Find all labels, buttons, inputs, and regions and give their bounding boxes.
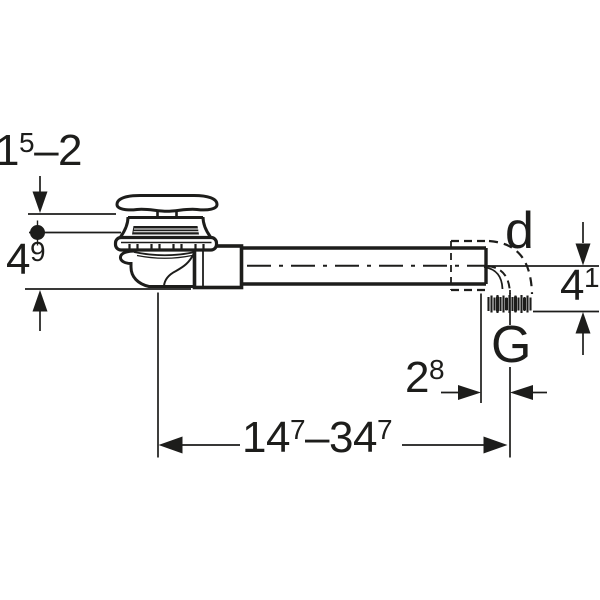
- dim-label-elbow-drop: 41: [560, 261, 600, 310]
- arrow-right-icon: [458, 385, 481, 400]
- arrow-down-icon: [575, 243, 591, 266]
- thread-section: [487, 295, 532, 313]
- dim-label-thread: G: [491, 316, 532, 374]
- dimension-annotations: [25, 176, 599, 458]
- strainer-flange: [113, 235, 219, 252]
- dimension-dot-icon: [30, 225, 45, 240]
- arrow-up-icon: [575, 312, 591, 334]
- dim-label-depth: 49: [6, 235, 46, 284]
- plug-stem: [156, 211, 178, 218]
- arrow-up-icon: [32, 290, 48, 312]
- drain-body: [118, 249, 196, 288]
- outlet-pipe: [241, 246, 488, 286]
- arrow-down-icon: [32, 191, 48, 213]
- pipe-end-curve: [483, 266, 504, 290]
- arrow-right-icon: [483, 436, 508, 454]
- arrow-left-icon: [510, 385, 533, 400]
- arrow-left-icon: [158, 436, 183, 454]
- dim-label-thread-offset: 28: [405, 353, 445, 402]
- dim-label-plug-height: 15–2: [0, 126, 83, 175]
- plug-cap: [115, 194, 219, 218]
- dim-label-diameter: d: [505, 202, 534, 260]
- dim-label-pipe-length: 147–347: [242, 413, 393, 462]
- compression-nut: [192, 244, 244, 290]
- waste-cone: [119, 216, 212, 238]
